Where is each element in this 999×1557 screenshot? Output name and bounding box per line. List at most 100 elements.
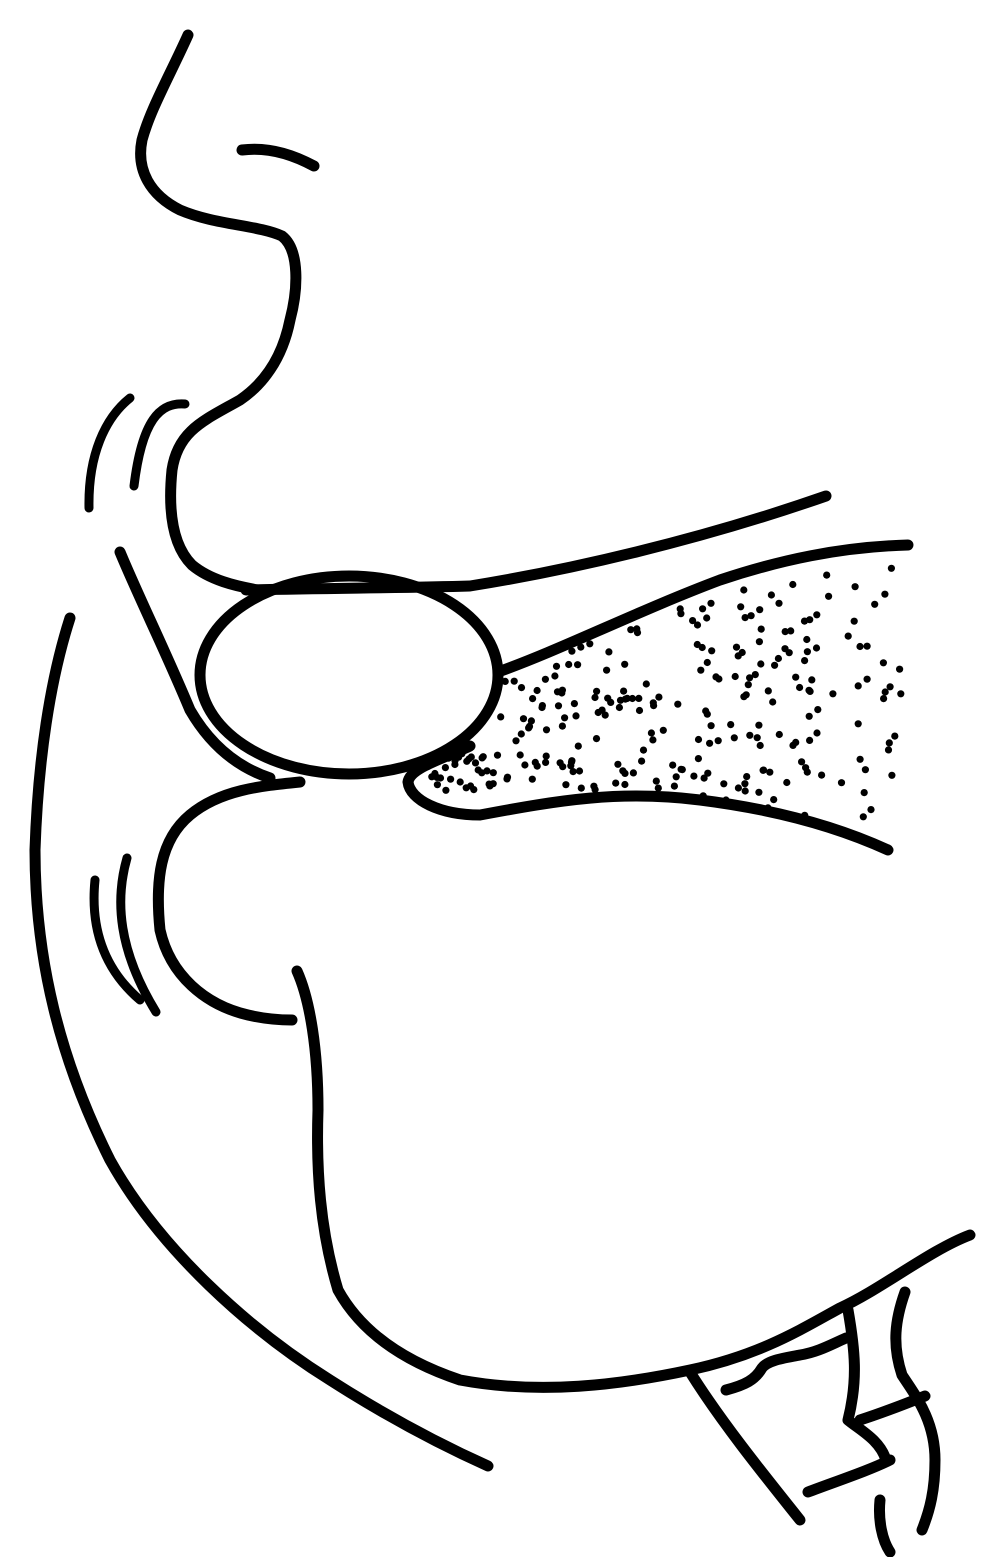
stipple-dot	[628, 694, 637, 703]
oval-mouthpiece	[194, 570, 504, 780]
stipple-dot	[541, 675, 550, 683]
stipple-dot	[577, 784, 585, 792]
stipple-dot	[823, 571, 831, 579]
stipple-dot	[699, 605, 707, 613]
stipple-dot	[465, 755, 473, 763]
stipple-dot	[775, 730, 783, 739]
stipple-dot	[527, 717, 536, 725]
stipple-dot	[512, 737, 520, 745]
stipple-dot	[884, 746, 893, 754]
stipple-dot	[519, 715, 528, 723]
stipple-dot	[715, 675, 723, 683]
stipple-dot	[517, 684, 526, 692]
stipple-dot	[501, 677, 509, 686]
stipple-dot	[577, 643, 585, 651]
stipple-dot	[766, 768, 774, 776]
stipple-dot	[574, 661, 582, 669]
stipple-dot	[757, 660, 765, 668]
stipple-dot	[861, 766, 870, 774]
stipple-dot	[859, 813, 867, 821]
stipple-dot	[722, 796, 730, 804]
stipple-dot	[531, 758, 539, 767]
stipple-dot	[650, 702, 658, 710]
stipple-dot	[436, 774, 445, 782]
stipple-dot	[803, 648, 812, 656]
instrument-pipe-upper	[492, 539, 914, 678]
stipple-dot	[639, 746, 648, 754]
outer-neck-contour	[29, 612, 494, 1472]
stipple-dot	[737, 603, 745, 611]
hand-finger-2	[842, 1304, 892, 1466]
stipple-dot	[538, 703, 546, 712]
stipple-dot	[669, 761, 677, 769]
stipple-dot	[785, 649, 793, 657]
stipple-dot	[755, 788, 763, 796]
stipple-dot	[764, 687, 772, 695]
stipple-dot	[593, 687, 601, 695]
stipple-dot	[888, 771, 896, 779]
stipple-dot	[690, 772, 698, 780]
stipple-dot	[891, 732, 899, 740]
stipple-dot	[493, 751, 502, 759]
stipple-dot	[814, 706, 822, 714]
stipple-dot	[525, 724, 533, 732]
stipple-dot	[497, 713, 505, 721]
stipple-dot	[455, 753, 463, 761]
stipple-dot	[605, 648, 613, 656]
hand-finger-5	[874, 1494, 896, 1557]
stipple-dot	[478, 754, 486, 762]
stipple-dot	[693, 640, 701, 649]
instrument-pipe-lower	[402, 740, 894, 856]
stipple-dot	[854, 720, 862, 728]
stipple-dot	[689, 617, 697, 625]
stipple-dot	[642, 680, 650, 688]
stipple-dot	[863, 675, 871, 683]
stipple-dot	[428, 773, 436, 781]
stipple-dot	[542, 752, 550, 760]
stipple-dot	[433, 781, 441, 789]
stipple-dot	[707, 599, 715, 607]
stipple-dot	[863, 642, 871, 650]
stipple-dot	[770, 796, 778, 804]
stipple-dot	[740, 586, 748, 594]
stipple-dot	[756, 741, 764, 750]
stipple-dot	[649, 736, 657, 744]
stipple-dot	[598, 706, 606, 714]
stipple-dot	[621, 780, 629, 789]
stipple-dot	[738, 648, 746, 657]
stipple-dot	[603, 666, 611, 674]
stipple-dot	[616, 696, 625, 704]
stipple-dot	[879, 659, 888, 667]
stipple-dot	[806, 616, 814, 624]
stipple-dot	[670, 782, 679, 790]
stipple-dot	[470, 786, 478, 794]
stipple-dot	[806, 736, 814, 745]
stipple-dot	[659, 726, 667, 734]
stipple-dot	[707, 722, 715, 730]
stipple-dot	[783, 778, 791, 787]
stipple-dot	[775, 599, 783, 607]
stipple-dot	[528, 775, 536, 783]
stipple-dot	[489, 780, 497, 788]
stipple-dot	[429, 758, 437, 767]
stipple-dot	[871, 600, 879, 608]
stipple-dot	[803, 635, 811, 644]
stipple-dot	[607, 698, 615, 707]
hand-outline	[684, 1366, 806, 1526]
stipple-dot	[676, 605, 684, 613]
stipple-dot	[442, 786, 450, 794]
stipple-dot	[792, 673, 800, 681]
stipple-dot	[456, 778, 464, 786]
stipple-dot	[789, 580, 797, 589]
stipple-dot	[441, 764, 449, 772]
stipple-dot	[503, 775, 511, 783]
stipple-dot	[521, 761, 529, 769]
stipple-dot	[574, 742, 582, 750]
motion-stroke-4	[89, 875, 145, 1005]
hand-thumb	[890, 1286, 941, 1536]
stipple-dot	[781, 628, 789, 636]
stipple-dot	[554, 702, 563, 710]
stipple-dot	[672, 773, 680, 781]
stipple-dot	[699, 792, 707, 800]
